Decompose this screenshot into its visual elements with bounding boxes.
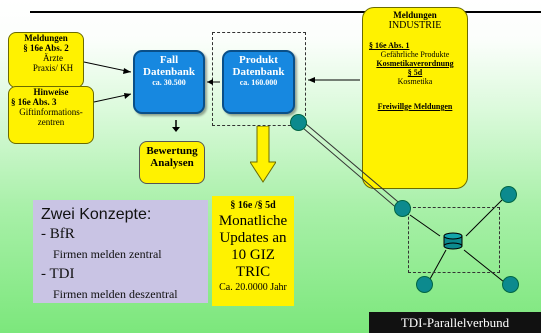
network-node-bottom-right bbox=[502, 276, 519, 293]
arrowhead-hinweise-fall bbox=[124, 93, 131, 99]
network-node-top-right bbox=[500, 186, 517, 203]
network-node-top-left bbox=[394, 200, 411, 217]
industrie-ref1: § 16e Abs. 1 bbox=[369, 41, 410, 50]
fall-db-count: ca. 30.500 bbox=[152, 78, 186, 87]
industrie-line4: Freiwillge Meldungen bbox=[377, 102, 453, 111]
hinweise-ref: § 16e Abs. 3 bbox=[11, 97, 57, 107]
arrowhead-aerzte-fall bbox=[123, 68, 131, 74]
produkt-db-line2: Datenbank bbox=[232, 66, 285, 78]
tdi-parallelverbund-label: TDI-Parallelverbund bbox=[369, 312, 541, 333]
industrie-title: Meldungen bbox=[393, 10, 437, 20]
network-dashed-frame bbox=[408, 207, 500, 273]
bewertung-analysen-box: Bewertung Analysen bbox=[139, 141, 205, 184]
monatliche-line4: TRIC bbox=[235, 264, 271, 280]
double-link-b bbox=[302, 127, 407, 217]
net-arrow-bl bbox=[429, 249, 447, 280]
produkt-network-node bbox=[290, 114, 307, 131]
monatliche-line3: 10 GIZ bbox=[231, 247, 275, 263]
industrie-ref2: § 5d bbox=[407, 68, 423, 77]
hinweise-title: Hinweise bbox=[33, 87, 69, 97]
net-arrow-tl bbox=[409, 214, 441, 237]
meldungen-aerzte-line2: Praxis/ KH bbox=[32, 63, 74, 73]
hinweise-line1: Giftinformations- bbox=[19, 107, 83, 117]
fall-db-line2: Datenbank bbox=[143, 66, 195, 78]
produkt-db-count: ca. 160.000 bbox=[239, 78, 278, 87]
net-arrow-br bbox=[463, 249, 505, 283]
bewertung-line1: Bewertung bbox=[146, 145, 198, 157]
monatliche-line5: Ca. 20.0000 Jahr bbox=[219, 282, 287, 293]
monatliche-ref: § 16e /§ 5d bbox=[230, 200, 276, 211]
konzepte-item1-desc: Firmen melden zentral bbox=[53, 247, 162, 261]
monatliche-line1: Monatliche bbox=[218, 213, 288, 229]
net-arrow-tr bbox=[465, 199, 503, 237]
produkt-db-line1: Produkt bbox=[239, 54, 278, 66]
monatliche-updates-box: § 16e /§ 5d Monatliche Updates an 10 GIZ… bbox=[212, 196, 294, 306]
arrow-down-icon bbox=[172, 120, 180, 132]
industrie-subtitle: INDUSTRIE bbox=[388, 20, 442, 31]
konzepte-item1: - BfR bbox=[41, 226, 75, 242]
fall-db-line1: Fall bbox=[159, 54, 179, 66]
industrie-line3: Kosmetika bbox=[397, 77, 433, 86]
meldungen-aerzte-title: Meldungen bbox=[24, 33, 68, 43]
meldungen-aerzte-line1: Ärzte bbox=[43, 53, 63, 63]
network-node-bottom-left bbox=[416, 276, 433, 293]
meldungen-aerzte-box: Meldungen § 16e Abs. 2 Ärzte Praxis/ KH bbox=[8, 32, 84, 88]
hinweise-box: Hinweise § 16e Abs. 3 Giftinformations- … bbox=[8, 86, 94, 144]
arrowhead-produkt-fall bbox=[207, 79, 213, 85]
hinweise-line2: zentren bbox=[37, 117, 65, 127]
fall-datenbank-box: Fall Datenbank ca. 30.500 bbox=[133, 50, 205, 114]
konzepte-item2: - TDI bbox=[41, 266, 75, 282]
arrowhead-industrie-produkt bbox=[308, 77, 315, 83]
bewertung-line2: Analysen bbox=[150, 157, 194, 169]
industrie-line2: Kosmetikaverordnung bbox=[376, 59, 454, 68]
database-icon bbox=[443, 232, 463, 250]
arrow-aerzte-to-fall bbox=[83, 61, 132, 73]
konzepte-title: Zwei Konzepte: bbox=[41, 206, 152, 223]
double-link-a bbox=[305, 123, 411, 213]
big-arrow-down-icon bbox=[250, 126, 276, 183]
meldungen-aerzte-ref: § 16e Abs. 2 bbox=[23, 43, 69, 53]
produkt-datenbank-box: Produkt Datenbank ca. 160.000 bbox=[222, 50, 295, 114]
industrie-line1: Gefährliche Produkte bbox=[380, 50, 450, 59]
top-divider-line bbox=[30, 11, 541, 13]
meldungen-industrie-box: Meldungen INDUSTRIE § 16e Abs. 1 Gefährl… bbox=[362, 7, 468, 189]
monatliche-line2: Updates an bbox=[219, 230, 287, 246]
konzepte-item2-desc: Firmen melden deszentral bbox=[53, 287, 178, 301]
zwei-konzepte-box: Zwei Konzepte: - BfR Firmen melden zentr… bbox=[33, 200, 208, 303]
